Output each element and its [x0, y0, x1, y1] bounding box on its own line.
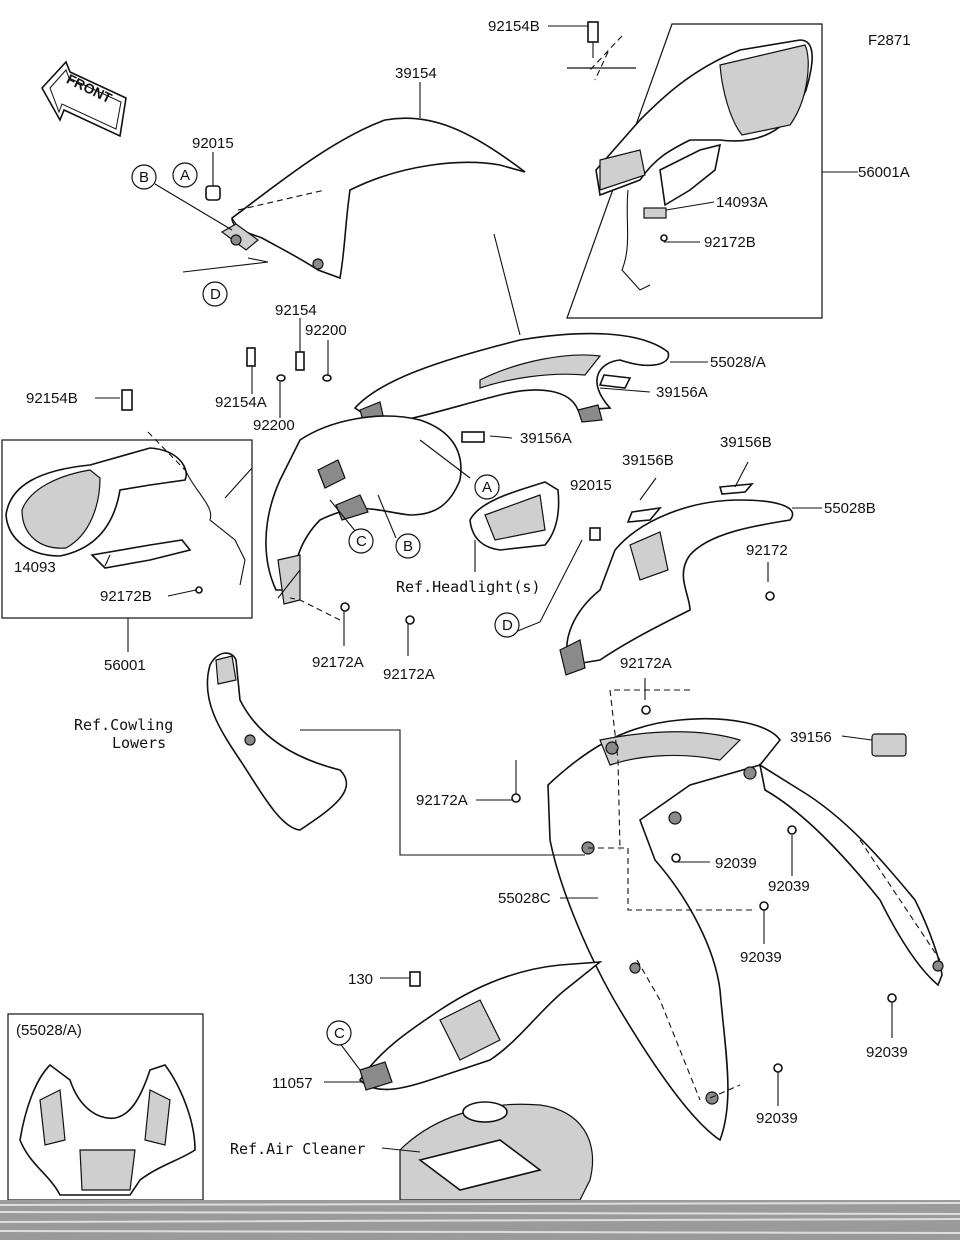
fasteners: [195, 234, 897, 1073]
label-92172B-top: 92172B: [704, 234, 756, 251]
windshield-part: [220, 117, 526, 280]
label-56001: 56001: [104, 657, 146, 674]
label-92039-4: 92039: [866, 1044, 908, 1061]
label-92154B-top: 92154B: [488, 18, 540, 35]
upper-cowl-part: [353, 332, 670, 426]
label-55028B: 55028B: [824, 500, 876, 517]
callout-B-1-letter: B: [139, 169, 149, 186]
washer-92200-b: [276, 374, 286, 382]
label-ref-air-cleaner: Ref.Air Cleaner: [230, 1140, 365, 1158]
duct-55028B-part: [559, 483, 794, 676]
callout-D-1: [202, 281, 228, 307]
air-cleaner-part: [399, 1101, 594, 1201]
label-92039-1: 92039: [715, 855, 757, 872]
bracket-11057-part: [358, 961, 603, 1091]
inset-title: (55028/A): [16, 1022, 82, 1039]
label-92039-2: 92039: [768, 878, 810, 895]
front-arrow-icon: FRONT: [41, 60, 127, 138]
callout-D-1-letter: D: [210, 286, 221, 303]
label-11057: 11057: [272, 1075, 313, 1092]
label-39156: 39156: [790, 729, 832, 746]
nut-92015-a: [205, 185, 221, 201]
callout-B-2-letter: B: [403, 538, 413, 555]
label-ref-headlight: Ref.Headlight(s): [396, 578, 541, 596]
label-56001A: 56001A: [858, 164, 910, 181]
label-92039-5: 92039: [756, 1110, 798, 1127]
callout-C-1-letter: C: [356, 533, 367, 550]
callout-C-2-letter: C: [334, 1025, 345, 1042]
cowling-lower-part: [206, 652, 348, 831]
callout-A-2: [474, 474, 500, 500]
label-92015-a: 92015: [192, 135, 234, 152]
inner-cowl-part: [265, 415, 462, 605]
mirror-box-right: [566, 23, 823, 319]
callout-D-2-letter: D: [502, 617, 513, 634]
callout-C-2: [326, 1020, 352, 1046]
label-14093: 14093: [14, 559, 56, 576]
label-92172: 92172: [746, 542, 788, 559]
callout-D-2: [494, 612, 520, 638]
label-130: 130: [348, 971, 373, 988]
callout-A-1: [172, 162, 198, 188]
label-92154B-left: 92154B: [26, 390, 78, 407]
label-ref-cowling-2: Lowers: [112, 734, 166, 752]
label-55028A: 55028/A: [710, 354, 766, 371]
bolt-92154A: [246, 347, 256, 367]
mirror-right-part: [587, 21, 813, 291]
label-92154: 92154: [275, 302, 317, 319]
label-92172A-4: 92172A: [416, 792, 468, 809]
inset-cowl-part: [19, 1063, 196, 1196]
label-39156B-2: 39156B: [720, 434, 772, 451]
label-39156B-1: 39156B: [622, 452, 674, 469]
label-92200-a: 92200: [305, 322, 347, 339]
label-92172A-1: 92172A: [312, 654, 364, 671]
label-92039-3: 92039: [740, 949, 782, 966]
mirror-left-part: [5, 389, 246, 586]
callout-C-1: [348, 528, 374, 554]
headlight-part: [469, 481, 560, 551]
label-39156A-2: 39156A: [520, 430, 572, 447]
sticker-39156A: [461, 431, 485, 443]
label-ref-cowling-1: Ref.Cowling: [74, 716, 173, 734]
side-fairing-part: [547, 717, 944, 1142]
label-92200-b: 92200: [253, 417, 295, 434]
mirror-box-left: [1, 439, 253, 619]
washer-92200-a: [322, 374, 332, 382]
label-14093A: 14093A: [716, 194, 768, 211]
label-39154: 39154: [395, 65, 437, 82]
callout-A-1-letter: A: [180, 167, 190, 184]
label-92015-b: 92015: [570, 477, 612, 494]
label-92172A-2: 92172A: [383, 666, 435, 683]
label-39156A-1: 39156A: [656, 384, 708, 401]
callout-B-2: [395, 533, 421, 559]
clip-39156: [871, 733, 907, 757]
label-92172B-left: 92172B: [100, 588, 152, 605]
label-55028C: 55028C: [498, 890, 551, 907]
label-92154A: 92154A: [215, 394, 267, 411]
callout-B-1: [131, 164, 157, 190]
figure-id: F2871: [868, 32, 911, 49]
bolt-92154: [295, 351, 305, 371]
callout-A-2-letter: A: [482, 479, 492, 496]
label-92172A-3: 92172A: [620, 655, 672, 672]
